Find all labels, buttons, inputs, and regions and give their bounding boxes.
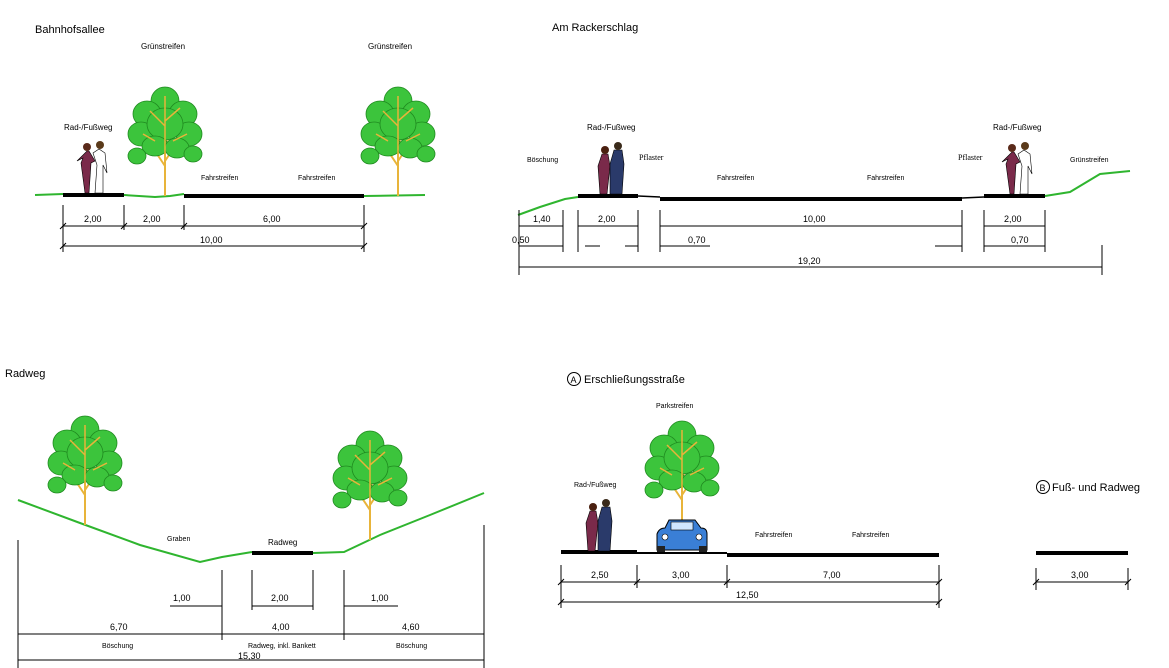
paving-strip [961, 196, 985, 199]
dim-4-00: 4,00 [272, 622, 290, 632]
dim-3-00: 3,00 [672, 570, 690, 580]
dim-3-00: 3,00 [1071, 570, 1089, 580]
label-fahrstreifen-2: Fahrstreifen [298, 175, 335, 182]
pedestrians-icon [1001, 141, 1033, 195]
section-am-rackerschlag: Am Rackerschlag Rad-/Fußweg Rad-/Fußweg … [512, 22, 1131, 275]
dim-2-00: 2,00 [271, 593, 289, 603]
dim-sub-radweg-bankett: Radweg, inkl. Bankett [248, 643, 316, 650]
label-gruenstreifen-left: Grünstreifen [141, 42, 185, 51]
label-graben: Graben [167, 536, 190, 543]
dim-1-40: 1,40 [533, 214, 551, 224]
grass-line [34, 193, 64, 196]
section-title: Am Rackerschlag [552, 22, 638, 34]
section-erschliessungsstrasse: A Erschließungsstraße Parkstreifen Rad-/… [557, 372, 943, 608]
marker-circle [1036, 480, 1050, 494]
marker-letter: A [571, 375, 577, 385]
label-gruenstreifen: Grünstreifen [1070, 157, 1109, 164]
dim-2-00: 2,00 [84, 214, 102, 224]
dimension-lines [59, 205, 368, 252]
section-title: Radweg [5, 368, 45, 380]
label-rad-fussweg-right: Rad-/Fußweg [993, 123, 1041, 132]
dim-total: 19,20 [798, 256, 821, 266]
dimension-lines [557, 565, 943, 608]
pedestrians-icon [585, 498, 613, 552]
grass-line [123, 193, 185, 199]
label-boeschung: Böschung [527, 157, 558, 164]
label-rad-fussweg: Rad-/Fußweg [64, 123, 112, 132]
label-rad-fussweg-left: Rad-/Fußweg [587, 123, 635, 132]
dim-0-70: 0,70 [1011, 235, 1029, 245]
dim-1-00: 1,00 [371, 593, 389, 603]
label-fahrstreifen-2: Fahrstreifen [852, 532, 889, 539]
paving-strip [637, 195, 661, 198]
dim-7-00: 7,00 [823, 570, 841, 580]
dim-2-00: 2,00 [598, 214, 616, 224]
dim-0-50: 0,50 [512, 235, 530, 245]
dim-sub-boeschung: Böschung [102, 643, 133, 650]
car-icon [656, 519, 708, 552]
dim-6-00: 6,00 [263, 214, 281, 224]
label-fahrstreifen-1: Fahrstreifen [755, 532, 792, 539]
marker-letter: B [1040, 483, 1046, 493]
dim-1-00: 1,00 [173, 593, 191, 603]
pedestrians-icon [597, 141, 625, 195]
section-title: Fuß- und Radweg [1052, 482, 1140, 494]
pedestrians-icon [76, 140, 108, 194]
dim-10-00: 10,00 [803, 214, 826, 224]
dim-total: 15,30 [238, 651, 261, 661]
dimension-lines [17, 525, 485, 668]
dim-sub-boeschung: Böschung [396, 643, 427, 650]
dim-2-00: 2,00 [1004, 214, 1022, 224]
dimension-lines [518, 210, 1103, 275]
dim-0-70: 0,70 [688, 235, 706, 245]
tree-icon [360, 86, 436, 197]
label-fahrstreifen-1: Fahrstreifen [717, 175, 754, 182]
label-pflaster-left: Pflaster [639, 153, 664, 162]
grass-line [363, 194, 426, 197]
label-parkstreifen: Parkstreifen [656, 403, 693, 410]
label-fahrstreifen-1: Fahrstreifen [201, 175, 238, 182]
dim-2-50: 2,50 [591, 570, 609, 580]
section-fuss-und-radweg: B Fuß- und Radweg 3,00 [1032, 480, 1140, 590]
label-rad-fussweg: Rad-/Fußweg [574, 482, 617, 489]
tree-icon [47, 415, 123, 526]
dim-2-00: 2,00 [143, 214, 161, 224]
section-bahnhofsallee: Bahnhofsallee Grünstreifen Grünstreifen … [34, 24, 436, 252]
embankment-line [1044, 170, 1131, 197]
dim-total: 12,50 [736, 590, 759, 600]
label-pflaster-right: Pflaster [958, 153, 983, 162]
dim-total: 10,00 [200, 235, 223, 245]
embankment-line [517, 196, 579, 216]
label-fahrstreifen-2: Fahrstreifen [867, 175, 904, 182]
dimension-lines [1032, 568, 1132, 590]
tree-icon [644, 420, 720, 531]
section-title: Erschließungsstraße [584, 374, 685, 386]
section-radweg: Radweg Graben Radweg 1,00 2,00 1,00 6,70… [5, 368, 485, 668]
tree-icon [127, 86, 203, 197]
tree-icon [332, 430, 408, 541]
label-gruenstreifen-right: Grünstreifen [368, 42, 412, 51]
label-radweg: Radweg [268, 538, 297, 547]
dim-6-70: 6,70 [110, 622, 128, 632]
embankment-line [17, 499, 253, 564]
embankment-line [312, 492, 485, 554]
section-title: Bahnhofsallee [35, 24, 105, 36]
marker-circle [567, 372, 581, 386]
dim-4-60: 4,60 [402, 622, 420, 632]
